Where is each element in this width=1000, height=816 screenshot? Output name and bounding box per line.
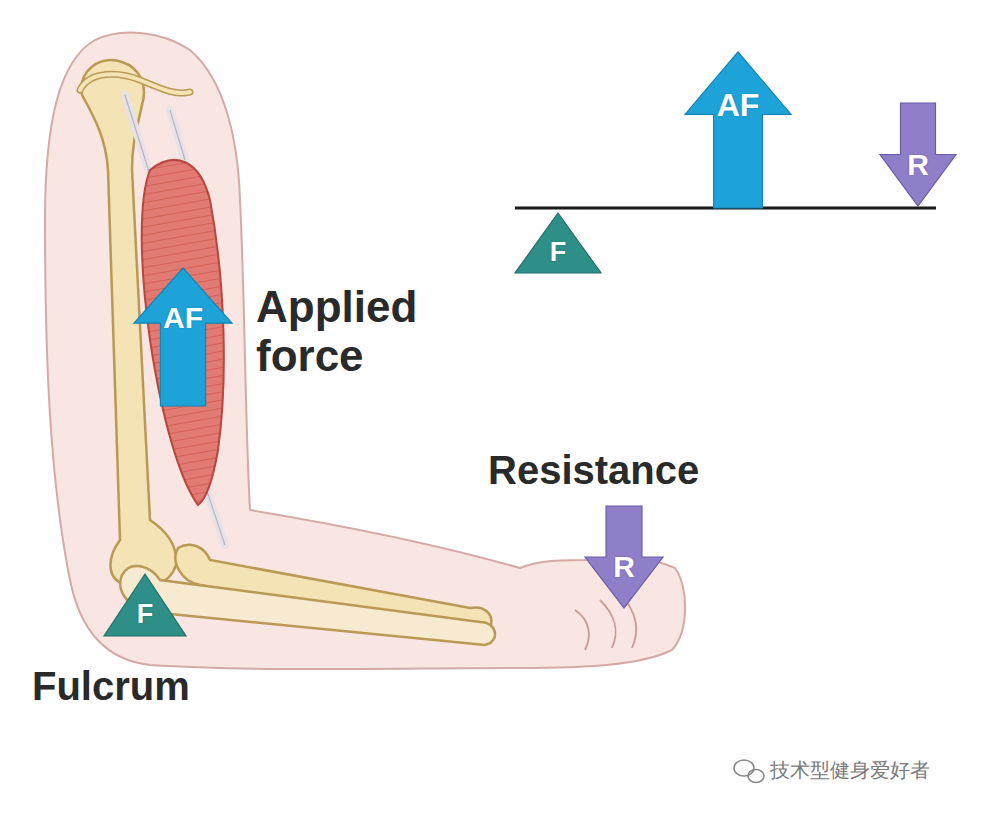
arm-skin — [45, 33, 685, 670]
applied-force-label-box: Applied force — [256, 282, 496, 381]
shoulder-bone — [80, 74, 190, 93]
node-letter: AF — [685, 89, 791, 121]
resistance-label-box: Resistance — [488, 448, 788, 493]
applied-force-arrow-shape — [134, 268, 232, 406]
node-letter: R — [880, 150, 956, 180]
node-letter: AF — [134, 303, 232, 333]
node-letter: F — [104, 601, 186, 628]
resistance-arrow-outline — [880, 103, 956, 206]
node-letter: F — [515, 239, 601, 266]
fulcrum-label: Fulcrum — [32, 664, 190, 708]
applied-force-arrow-outline — [685, 52, 791, 208]
resistance-arrow-outline — [585, 506, 663, 608]
watermark: 技术型健身爱好者 — [770, 759, 930, 781]
applied-force-arrow: AF — [134, 268, 232, 406]
resistance-arrow: R — [880, 103, 956, 206]
fulcrum-triangle-outline — [515, 213, 601, 273]
watermark-icon — [734, 760, 764, 783]
applied-force-arrow-shape — [685, 52, 791, 208]
watermark-box: 技术型健身爱好者 — [770, 759, 985, 781]
fulcrum-triangle: F — [515, 213, 601, 273]
applied-force-arrow-outline — [134, 268, 232, 406]
applied-force-label: Applied force — [256, 282, 417, 380]
resistance-arrow: R — [585, 506, 663, 608]
applied-force-arrow: AF — [685, 52, 791, 208]
resistance-label: Resistance — [488, 448, 699, 492]
fulcrum-triangle-outline — [104, 574, 186, 636]
node-letter: R — [585, 552, 663, 582]
shoulder-bone — [80, 74, 190, 93]
fulcrum-triangle: F — [104, 574, 186, 636]
fulcrum-label-box: Fulcrum — [32, 664, 292, 709]
